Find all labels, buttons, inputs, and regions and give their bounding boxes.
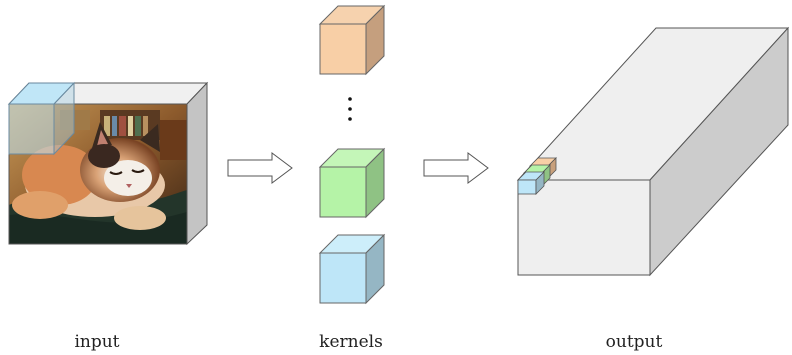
kernel-cube-blue [318, 233, 386, 305]
input-receptive-field-patch [7, 81, 76, 156]
input-image-cat-photo [9, 104, 187, 244]
ellipsis-dot-1 [348, 97, 352, 101]
input-volume [7, 81, 209, 246]
output-activation-cubes [517, 157, 557, 195]
output-label: output [606, 332, 663, 352]
input-side-face [186, 81, 208, 246]
ellipsis-dot-3 [348, 117, 352, 121]
right-arrow-icon-2 [423, 152, 489, 184]
output-volume [516, 26, 790, 277]
right-arrow-icon-1 [227, 152, 293, 184]
input-label: input [74, 332, 119, 352]
kernel-cube-orange [318, 4, 386, 76]
kernels-stack [318, 4, 386, 305]
output-front-face [517, 179, 651, 276]
kernels-label: kernels [319, 332, 383, 352]
ellipsis-dot-2 [348, 107, 352, 111]
kernel-cube-green [318, 147, 386, 219]
